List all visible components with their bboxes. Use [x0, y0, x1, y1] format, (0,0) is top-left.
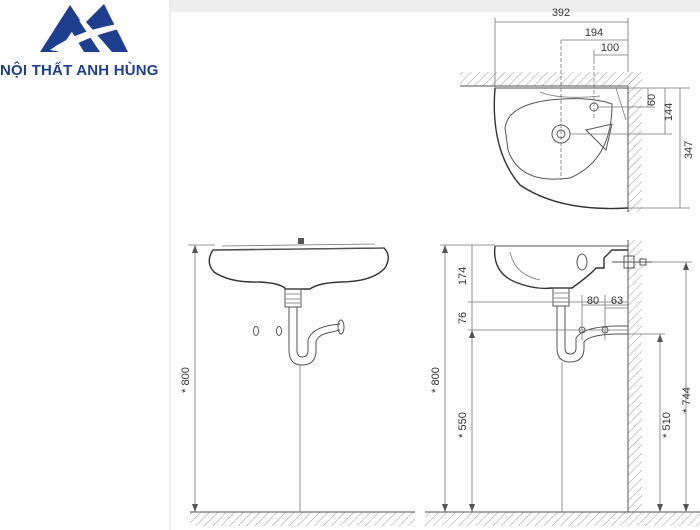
dim-top-width: 392 — [552, 7, 570, 19]
dim-pipe-80: 80 — [587, 295, 599, 307]
front-floor-hatch — [190, 512, 415, 526]
front-fixing-left — [253, 326, 259, 336]
front-fixing-right — [276, 326, 282, 336]
dim-side-144: 144 — [663, 103, 675, 121]
dim-side-744: * 744 — [681, 387, 693, 413]
dim-top-mid: 194 — [585, 27, 603, 39]
dim-side-347: 347 — [683, 141, 695, 159]
dim-drain-76: 76 — [457, 312, 469, 324]
front-trap-pipe — [288, 307, 341, 366]
plan-wall-hatch-top — [460, 72, 635, 86]
brand-name: NỘI THẤT ANH HÙNG — [0, 62, 159, 79]
plan-view — [460, 18, 690, 212]
front-view — [188, 238, 415, 526]
side-trap-pipe — [556, 306, 628, 363]
side-view — [425, 240, 700, 526]
side-wall-hatch — [628, 240, 642, 512]
dim-side-510: * 510 — [661, 412, 673, 438]
top-band — [170, 0, 700, 12]
front-basin-outline — [208, 247, 389, 290]
plan-basin-outline — [493, 87, 629, 210]
dim-top-small: 100 — [601, 42, 619, 54]
dim-side-550: * 550 — [457, 412, 469, 438]
dim-front-height: * 800 — [180, 367, 192, 393]
dim-side-height: * 800 — [430, 367, 442, 393]
plan-wall-hatch-side — [628, 72, 642, 212]
side-basin-outline — [493, 245, 628, 290]
dim-side-60: 60 — [646, 94, 658, 106]
mountain-road-logo-icon — [40, 4, 134, 52]
side-floor-hatch — [425, 512, 700, 526]
dim-pipe-63: 63 — [611, 295, 623, 307]
dim-basin-174: 174 — [457, 267, 469, 285]
